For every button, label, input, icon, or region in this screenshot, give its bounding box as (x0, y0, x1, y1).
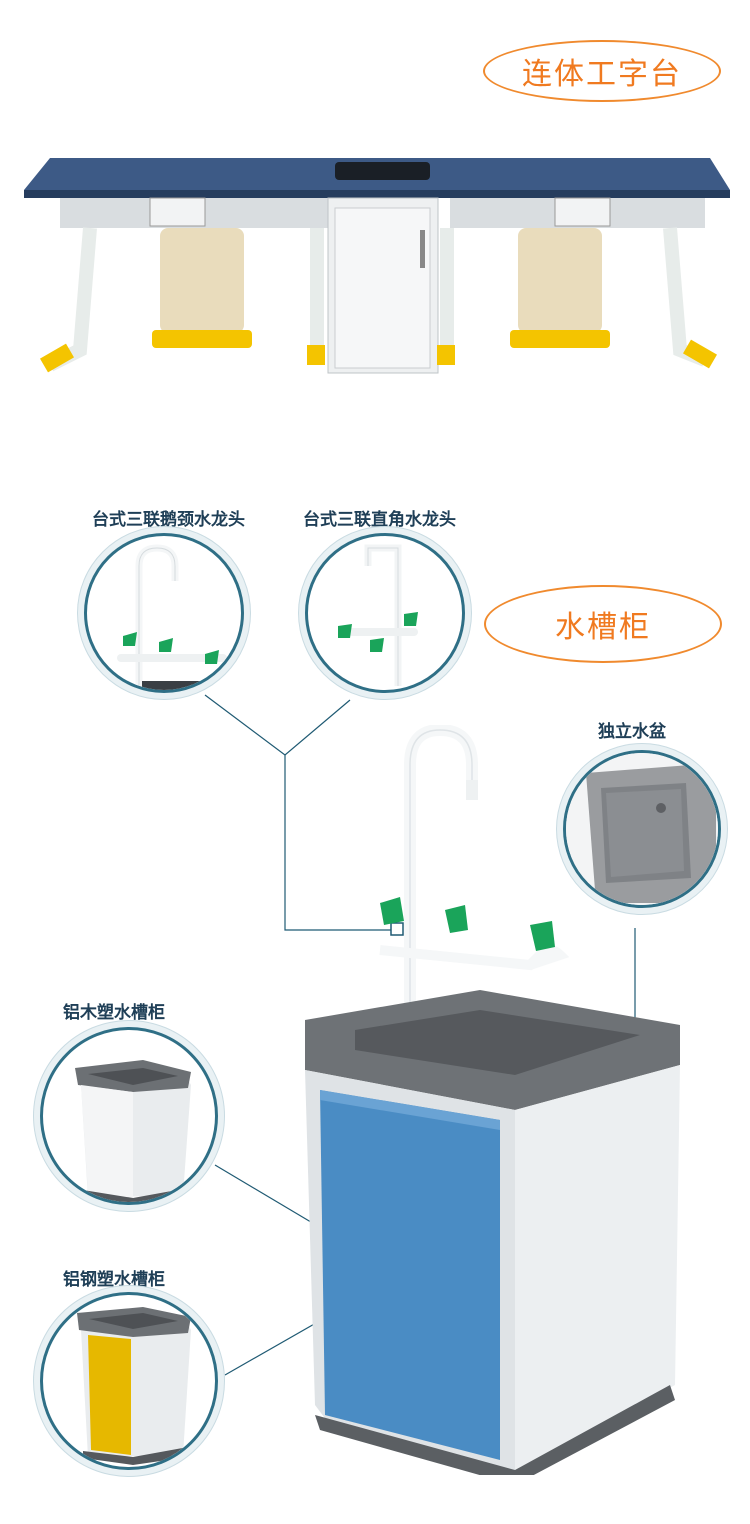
standalone-basin-label: 独立水盆 (598, 722, 666, 742)
workbench-title-badge: 连体工字台 (483, 40, 721, 102)
sink-cabinet-title: 水槽柜 (555, 610, 651, 645)
aluminum-steel-cabinet-circle (40, 1292, 218, 1470)
right-angle-faucet-image (338, 544, 418, 686)
workbench-title: 连体工字台 (522, 57, 682, 92)
aluminum-wood-cabinet-circle (40, 1027, 218, 1205)
lab-bench-image (24, 158, 730, 374)
gooseneck-faucet-circle (84, 533, 244, 693)
aluminum-steel-cabinet-image (77, 1307, 191, 1465)
standalone-basin-image (566, 753, 718, 905)
sink-cabinet-title-badge: 水槽柜 (484, 585, 722, 663)
aluminum-steel-cabinet-label: 铝钢塑水槽柜 (63, 1270, 165, 1290)
sink-cabinet-image (305, 725, 680, 1475)
aluminum-wood-cabinet-label: 铝木塑水槽柜 (63, 1003, 165, 1023)
standalone-basin-circle (563, 750, 721, 908)
gooseneck-faucet-label: 台式三联鹅颈水龙头 (92, 510, 245, 530)
right-angle-faucet-label: 台式三联直角水龙头 (303, 510, 456, 530)
right-angle-faucet-circle (305, 533, 465, 693)
gooseneck-faucet-image (117, 544, 227, 690)
aluminum-wood-cabinet-image (75, 1060, 191, 1202)
